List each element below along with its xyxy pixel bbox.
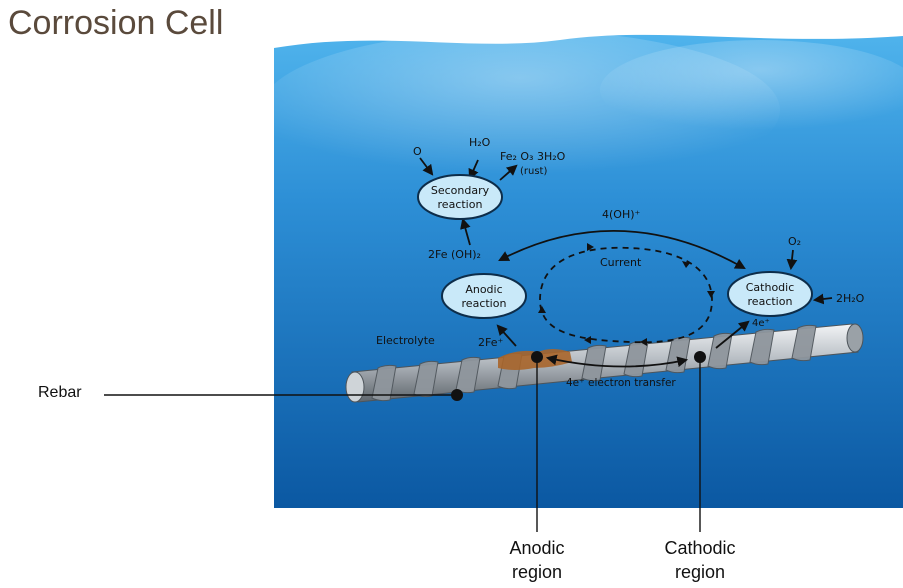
label-fe-oh2: 2Fe (OH)₂ xyxy=(428,248,481,261)
label-o: O xyxy=(413,145,422,158)
node-anodic-reaction: Anodic reaction xyxy=(441,273,527,319)
node-cathodic-reaction: Cathodic reaction xyxy=(727,271,813,317)
page-title: Corrosion Cell xyxy=(8,4,224,42)
anodic-region-line1: Anodic xyxy=(509,538,564,558)
rebar-callout-dot xyxy=(451,389,463,401)
label-h2o-top: H₂O xyxy=(469,136,491,149)
node-secondary-reaction: Secondary reaction xyxy=(417,174,503,220)
label-electrolyte: Electrolyte xyxy=(376,334,435,347)
label-electron-transfer: 4e⁺ electron transfer xyxy=(566,377,676,389)
arrow-current-loop xyxy=(539,246,713,344)
label-4e-cathode: 4e⁺ xyxy=(752,318,770,329)
reaction-arrows xyxy=(419,157,833,368)
node-secondary-line1: Secondary xyxy=(431,184,490,197)
chemistry-labels: O H₂O Fe₂ O₃ 3H₂O (rust) 2Fe (OH)₂ 4(OH)… xyxy=(376,136,865,389)
arrow-h2o-to-cathodic xyxy=(812,293,833,305)
arrow-electron-transfer xyxy=(545,354,689,368)
node-cathodic-line1: Cathodic xyxy=(746,281,795,294)
label-rust-formula: Fe₂ O₃ 3H₂O xyxy=(500,150,566,163)
cathodic-callout-dot xyxy=(694,351,706,363)
arrow-o-to-secondary xyxy=(419,157,434,176)
arrow-o2-to-cathodic xyxy=(786,249,798,271)
arrow-fe-to-anodic xyxy=(496,324,517,347)
cathodic-region-line2: region xyxy=(675,562,725,582)
anodic-callout-dot xyxy=(531,351,543,363)
node-secondary-line2: reaction xyxy=(438,198,483,211)
label-rust: (rust) xyxy=(520,166,547,177)
label-h2o-right: 2H₂O xyxy=(836,292,865,305)
cathodic-region-line1: Cathodic xyxy=(664,538,735,558)
arrow-electrons-to-cathodic xyxy=(715,320,750,349)
arrow-hydroxide xyxy=(498,229,746,270)
arrow-anodic-to-secondary xyxy=(460,217,471,246)
rebar-label: Rebar xyxy=(38,384,82,401)
arrow-secondary-to-rust xyxy=(499,164,518,181)
label-hydroxide: 4(OH)⁺ xyxy=(602,208,641,221)
callouts: Rebar Anodic region Cathodic region xyxy=(38,351,736,582)
label-o2: O₂ xyxy=(788,235,801,248)
label-current: Current xyxy=(600,256,642,269)
water-glow-2 xyxy=(600,40,903,140)
node-anodic-line1: Anodic xyxy=(465,283,502,296)
node-anodic-line2: reaction xyxy=(462,297,507,310)
anodic-region-line2: region xyxy=(512,562,562,582)
label-2fe: 2Fe⁺ xyxy=(478,336,503,349)
node-cathodic-line2: reaction xyxy=(748,295,793,308)
